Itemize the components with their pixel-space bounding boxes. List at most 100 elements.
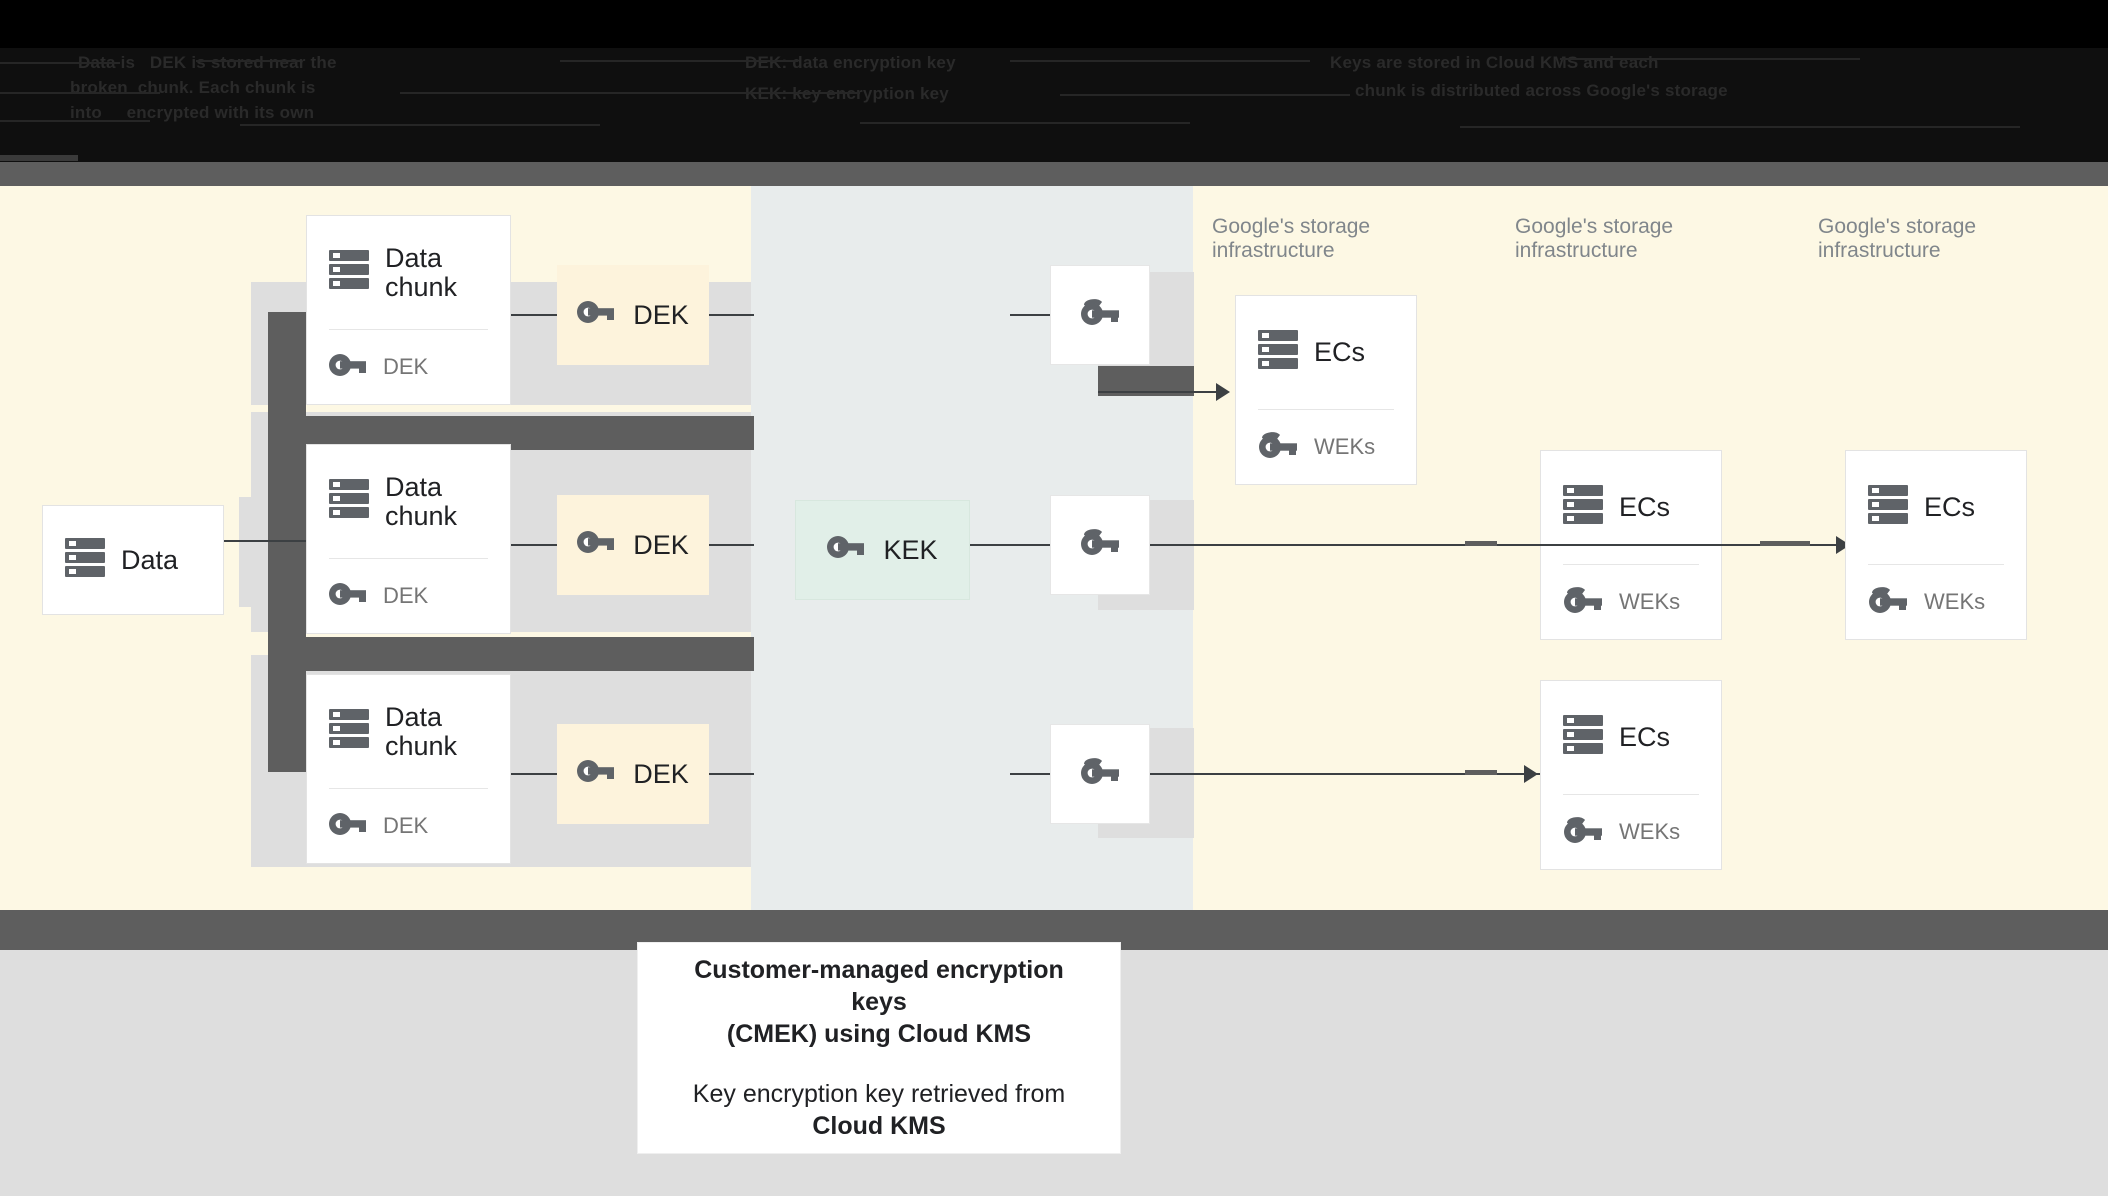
card-divider — [1868, 564, 2004, 565]
dek-box-label: DEK — [633, 529, 689, 560]
banner-ghost-line-1: Data is DEK is stored near the — [78, 53, 337, 72]
dek-box-3[interactable]: DEK — [557, 724, 709, 824]
wrapped-key-icon — [1080, 757, 1120, 792]
ecs-card-3[interactable]: ECs WEKs — [1540, 680, 1722, 870]
arrowhead-ecs3 — [1524, 765, 1538, 783]
caption-line-4: Cloud KMS — [812, 1112, 946, 1140]
banner-dark-region: Data is DEK is stored near the broken ch… — [0, 48, 2108, 162]
caption-line-3: Key encryption key retrieved from — [692, 1080, 1066, 1108]
key-icon — [329, 353, 367, 382]
data-chunk-card-1[interactable]: Data chunk DEK — [306, 215, 511, 405]
ecs-card-1[interactable]: ECs WEKs — [1235, 295, 1417, 485]
server-icon — [329, 478, 369, 525]
wire-dek3-out — [709, 773, 754, 775]
wire-into-wek1 — [1010, 314, 1050, 316]
wire-into-wek3 — [1010, 773, 1050, 775]
wek-box-2[interactable] — [1050, 495, 1150, 595]
wrapped-key-icon — [1080, 298, 1120, 333]
wire-chunk1-to-dek1 — [511, 314, 557, 316]
caption-line-1: Customer-managed encryption keys — [694, 956, 1064, 1016]
banner-artifact-streak — [0, 120, 150, 122]
storage-label-1: Google's storage infrastructure — [1212, 215, 1371, 262]
banner-artifact-streak — [860, 122, 1190, 124]
card-divider — [329, 788, 488, 789]
key-icon — [577, 759, 615, 790]
banner-ghost-line-6: Keys are stored in Cloud KMS and each — [1330, 53, 1659, 72]
dek-box-label: DEK — [633, 299, 689, 330]
banner-artifact-streak — [0, 92, 160, 94]
wire-wek3-to-ecs3 — [1150, 773, 1540, 775]
wire-dek2-out — [709, 544, 754, 546]
banner-artifact-streak — [0, 62, 120, 64]
wire-segment-highlight-b — [1760, 541, 1810, 546]
data-chunk-title: Data chunk — [385, 471, 458, 531]
wrapped-key-icon — [1080, 528, 1120, 563]
key-icon — [577, 300, 615, 331]
storage-label-2: Google's storage infrastructure — [1515, 215, 1674, 262]
banner-artifact-streak — [1560, 58, 1860, 60]
wire-chunk3-to-dek3 — [511, 773, 557, 775]
wrapped-key-icon — [1258, 431, 1298, 464]
data-chunk-card-3[interactable]: Data chunk DEK — [306, 674, 511, 864]
ecs-card-key-label: WEKs — [1619, 589, 1681, 614]
storage-label-3: Google's storage infrastructure — [1818, 215, 1977, 262]
arrowhead-ecs1 — [1216, 383, 1230, 401]
data-chunk-key-label: DEK — [383, 583, 429, 608]
banner-artifact-streak — [560, 60, 798, 62]
wek-box-3[interactable] — [1050, 724, 1150, 824]
caption-line-2: (CMEK) using Cloud KMS — [726, 1020, 1032, 1048]
card-divider — [329, 329, 488, 330]
wek-box-1[interactable] — [1050, 265, 1150, 365]
banner-artifact-streak — [400, 92, 860, 94]
key-icon — [577, 530, 615, 561]
card-divider — [1563, 794, 1699, 795]
banner-ghost-line-7: chunk is distributed across Google's sto… — [1355, 81, 1728, 100]
dek-box-1[interactable]: DEK — [557, 265, 709, 365]
data-chunk-card-2[interactable]: Data chunk DEK — [306, 444, 511, 634]
wrapped-key-icon — [1563, 816, 1603, 849]
banner-ghost-line-4: DEK: data encryption key — [745, 53, 956, 72]
data-chunk-key-label: DEK — [383, 354, 429, 379]
ecs-card-key-label: WEKs — [1924, 589, 1986, 614]
banner-artifact-streak — [1060, 94, 1350, 96]
card-divider — [329, 558, 488, 559]
data-source-card[interactable]: Data — [42, 505, 224, 615]
banner-artifact-streak — [1460, 126, 2020, 128]
wire-segment-highlight-c — [1465, 770, 1497, 775]
banner-edge-notch — [0, 155, 78, 161]
data-chunk-title: Data chunk — [385, 701, 458, 761]
ecs-card-title: ECs — [1619, 492, 1671, 522]
ecs-card-right[interactable]: ECs WEKs — [1845, 450, 2027, 640]
dek-box-label: DEK — [633, 758, 689, 789]
server-icon — [1258, 329, 1298, 376]
ecs-card-title: ECs — [1924, 492, 1976, 522]
header-rail — [0, 162, 2108, 186]
server-icon — [65, 537, 105, 584]
wire-segment-highlight-a — [1465, 541, 1497, 546]
server-icon — [329, 249, 369, 296]
banner-artifact-streak — [240, 124, 600, 126]
wire-dek1-out — [709, 314, 754, 316]
banner-ghost-line-2: broken chunk. Each chunk is — [70, 78, 316, 97]
server-icon — [1563, 484, 1603, 531]
banner-artifact-streak — [1010, 60, 1310, 62]
kek-box[interactable]: KEK — [795, 500, 970, 600]
dek-box-2[interactable]: DEK — [557, 495, 709, 595]
banner-black-bar — [0, 0, 2108, 48]
banner-artifact-streak — [196, 60, 300, 62]
data-source-label: Data — [121, 544, 179, 575]
server-icon — [1868, 484, 1908, 531]
wire-source-to-bracket — [224, 540, 306, 542]
data-chunk-key-label: DEK — [383, 813, 429, 838]
key-icon — [827, 535, 865, 566]
key-icon — [329, 812, 367, 841]
server-icon — [329, 708, 369, 755]
ecs-card-title: ECs — [1619, 722, 1671, 752]
ecs-card-key-label: WEKs — [1314, 434, 1376, 459]
wire-kek-to-wek2 — [970, 544, 1050, 546]
banner-ghost-line-3: into encrypted with its own — [70, 103, 315, 122]
wrapped-key-icon — [1868, 586, 1908, 619]
kek-box-label: KEK — [883, 534, 938, 565]
card-divider — [1258, 409, 1394, 410]
